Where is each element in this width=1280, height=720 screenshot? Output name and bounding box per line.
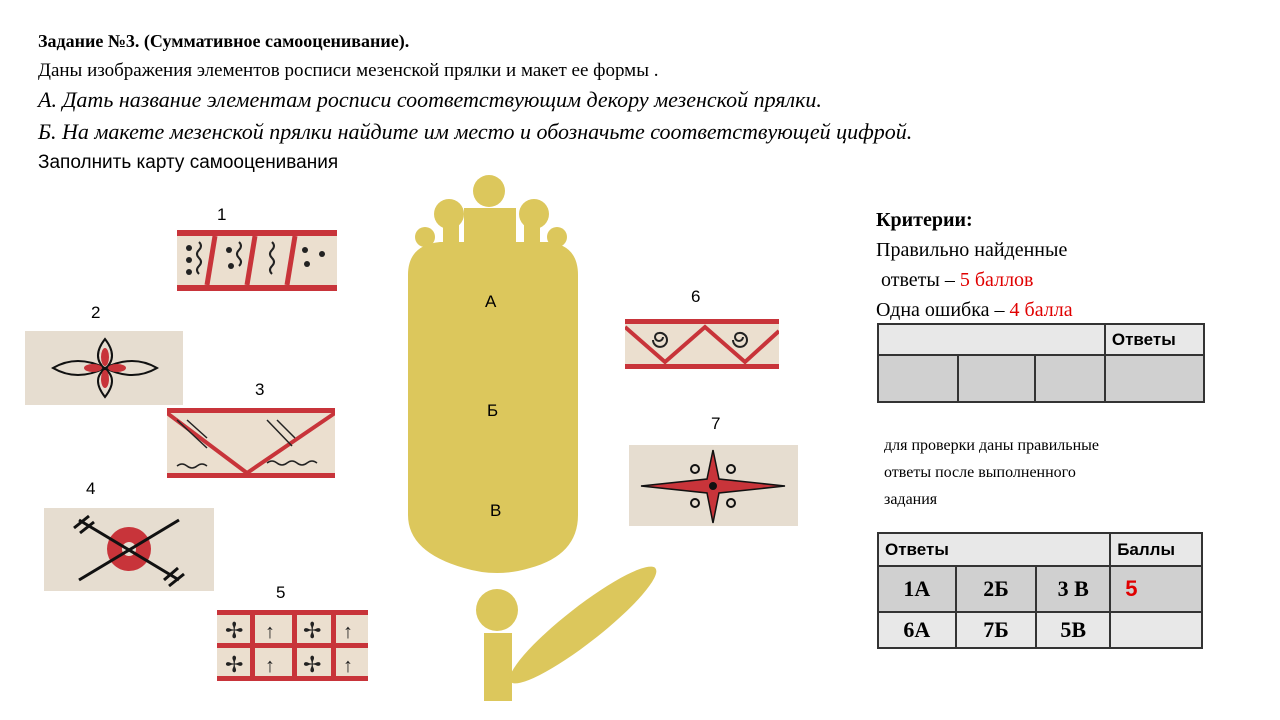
element-number-2: 2 xyxy=(91,303,101,322)
ornament-image-3 xyxy=(167,408,335,478)
ornament-image-5: ✢ ↑ ✢ ↑ ✢ ↑ ✢ ↑ xyxy=(217,610,368,681)
key-cell: 2Б xyxy=(954,565,1038,613)
answer-table-header: Ответы xyxy=(1103,323,1206,356)
key-header-score: Баллы xyxy=(1109,532,1203,567)
task-intro: Даны изображения элементов росписи мезен… xyxy=(38,60,659,81)
element-number-3: 3 xyxy=(255,380,265,399)
note-line: для проверки даны правильные xyxy=(884,437,1099,454)
svg-text:↑: ↑ xyxy=(265,621,275,643)
model-zone-v: В xyxy=(490,501,502,520)
answer-table: Ответы xyxy=(876,323,1206,403)
answer-cell[interactable] xyxy=(876,354,960,403)
answer-cell[interactable] xyxy=(1103,354,1206,403)
fill-card-instruction: Заполнить карту самооценивания xyxy=(38,152,339,173)
key-cell: 6А xyxy=(877,611,957,649)
key-cell: 3 В xyxy=(1035,565,1112,613)
svg-text:✢: ✢ xyxy=(303,652,321,677)
key-score-cell: 5 xyxy=(1109,565,1203,613)
criteria-score-4: 4 балла xyxy=(1009,299,1073,321)
svg-text:✢: ✢ xyxy=(225,652,243,677)
element-number-4: 4 xyxy=(86,479,96,498)
criteria-score-5: 5 баллов xyxy=(959,269,1034,291)
svg-text:✢: ✢ xyxy=(225,618,243,643)
task-b: Б. На макете мезенской прялки найдите им… xyxy=(38,119,913,144)
svg-text:↑: ↑ xyxy=(343,621,353,643)
key-header-answers: Ответы xyxy=(876,532,1112,567)
element-number-1: 1 xyxy=(217,205,227,224)
task-title: Задание №3. (Суммативное самооценивание)… xyxy=(38,31,410,51)
criteria-line1: Правильно найденные xyxy=(876,239,1068,261)
criteria-heading: Критерии: xyxy=(876,209,973,231)
ornament-image-1 xyxy=(177,230,337,291)
check-note: для проверки даны правильные ответы посл… xyxy=(884,432,1099,513)
ornament-image-7 xyxy=(629,445,798,526)
key-table: Ответы Баллы 1А 2Б 3 В 5 6А 7Б 5В xyxy=(876,532,1203,649)
svg-text:↑: ↑ xyxy=(265,655,275,677)
task-a: А. Дать название элементам росписи соотв… xyxy=(38,87,822,112)
criteria-line2-prefix: ответы – xyxy=(876,269,960,291)
key-cell: 5В xyxy=(1035,611,1112,649)
key-score-cell xyxy=(1109,611,1203,649)
key-cell: 7Б xyxy=(954,611,1038,649)
element-number-6: 6 xyxy=(691,287,701,306)
criteria-block: Критерии: Правильно найденные ответы – 5… xyxy=(876,205,1073,325)
element-number-5: 5 xyxy=(276,583,286,602)
note-line: задания xyxy=(884,491,938,508)
note-line: ответы после выполненного xyxy=(884,464,1076,481)
answer-cell[interactable] xyxy=(957,354,1037,403)
ornament-image-6 xyxy=(625,319,779,369)
svg-text:↑: ↑ xyxy=(343,655,353,677)
criteria-line3-prefix: Одна ошибка – xyxy=(876,299,1010,321)
ornament-image-2 xyxy=(25,331,183,405)
svg-text:✢: ✢ xyxy=(303,618,321,643)
element-number-7: 7 xyxy=(711,414,721,433)
model-zone-b: Б xyxy=(487,401,499,420)
model-zone-a: А xyxy=(485,292,497,311)
key-cell: 1А xyxy=(877,565,957,613)
ornament-image-4 xyxy=(44,508,214,591)
answer-cell[interactable] xyxy=(1034,354,1106,403)
